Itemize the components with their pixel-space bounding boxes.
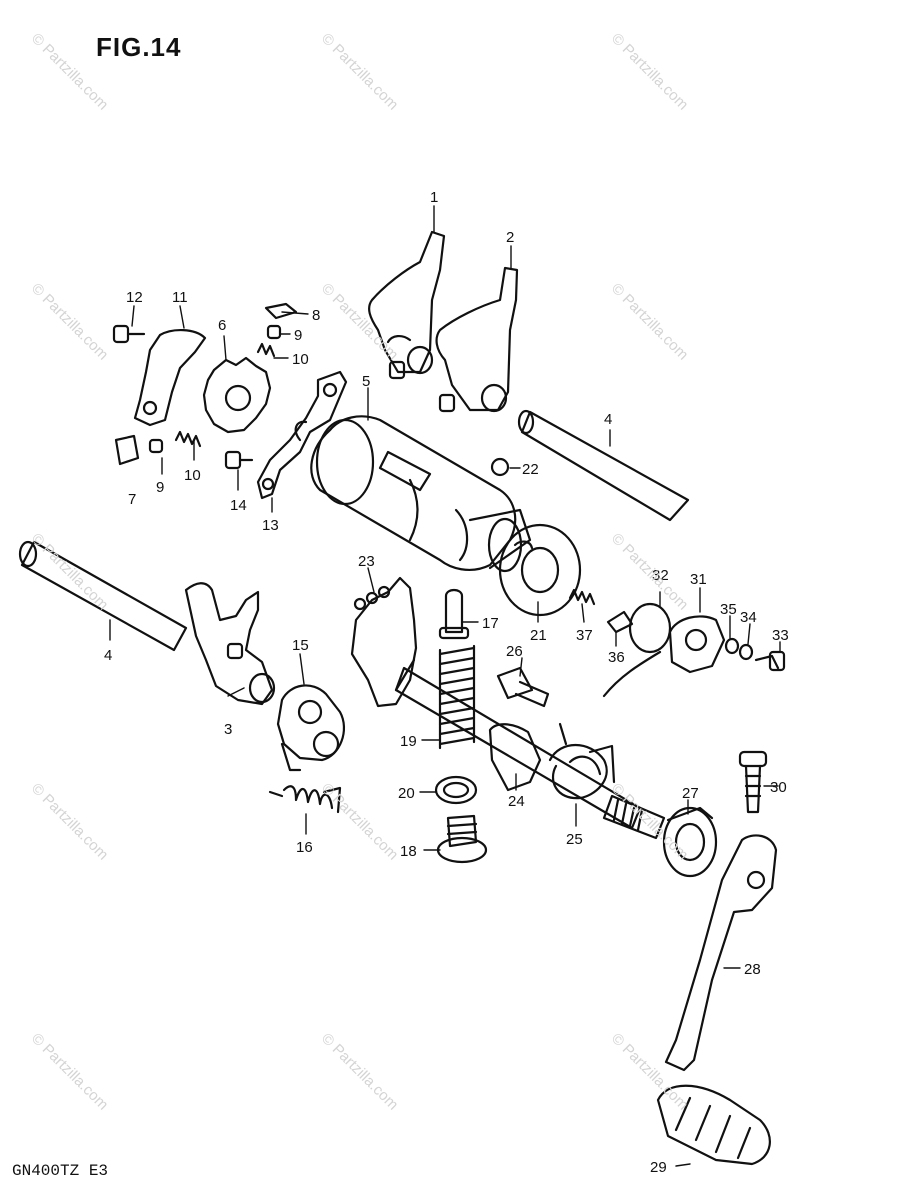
leader-lines — [109, 205, 781, 1167]
part-gearshift-shaft[interactable] — [394, 666, 666, 840]
callout-15[interactable]: 15 — [292, 637, 309, 654]
part-pin-22[interactable] — [490, 457, 510, 477]
callout-31[interactable]: 31 — [690, 571, 707, 588]
part-screw-14[interactable] — [224, 450, 254, 470]
callout-2[interactable]: 2 — [506, 229, 514, 246]
callout-7[interactable]: 7 — [128, 491, 136, 508]
callout-37[interactable]: 37 — [576, 627, 593, 644]
part-fork-shaft-lower[interactable] — [18, 540, 188, 652]
callout-16[interactable]: 16 — [296, 839, 313, 856]
part-cam-guide[interactable] — [133, 329, 207, 427]
part-pin-9-upper[interactable] — [266, 324, 282, 340]
callout-11[interactable]: 11 — [172, 289, 188, 306]
callout-1[interactable]: 1 — [430, 189, 438, 206]
part-footrest-rubber-29[interactable] — [656, 1084, 771, 1166]
part-pin-9-lower[interactable] — [148, 438, 164, 454]
part-cam-driven-gear[interactable] — [202, 356, 272, 434]
callout-25[interactable]: 25 — [566, 831, 583, 848]
callout-30[interactable]: 30 — [770, 779, 787, 796]
part-return-spring-25[interactable] — [548, 722, 616, 800]
part-fork-shaft-upper[interactable] — [517, 409, 690, 522]
callout-28[interactable]: 28 — [744, 961, 761, 978]
part-screw-12[interactable] — [112, 324, 146, 344]
callout-labels: 1 2 3 4 4 5 6 7 8 9 9 10 10 11 12 13 14 … — [104, 189, 789, 1176]
callout-33[interactable]: 33 — [772, 627, 789, 644]
callout-36[interactable]: 36 — [608, 649, 625, 666]
part-gearshift-cam[interactable] — [310, 415, 532, 573]
callout-23[interactable]: 23 — [358, 553, 375, 570]
part-neutral-switch-31[interactable] — [668, 615, 726, 674]
part-bolt-30[interactable] — [738, 750, 768, 814]
part-screw-33[interactable] — [754, 650, 786, 672]
callout-14[interactable]: 14 — [230, 497, 247, 514]
callout-4-upper[interactable]: 4 — [604, 411, 612, 428]
model-code: GN400TZ E3 — [12, 1162, 109, 1180]
part-spring-19[interactable] — [438, 644, 476, 750]
callout-19[interactable]: 19 — [400, 733, 417, 750]
callout-5[interactable]: 5 — [362, 373, 370, 390]
part-plug-18[interactable] — [436, 814, 488, 864]
callout-27[interactable]: 27 — [682, 785, 699, 802]
callout-29[interactable]: 29 — [650, 1159, 667, 1176]
callout-9-upper[interactable]: 9 — [294, 327, 302, 344]
part-shift-fork-1[interactable] — [368, 230, 446, 380]
part-shift-fork-3[interactable] — [184, 582, 276, 706]
part-washer-20[interactable] — [434, 775, 478, 805]
callout-10-upper[interactable]: 10 — [292, 351, 309, 368]
callout-10-lower[interactable]: 10 — [184, 467, 201, 484]
callout-12[interactable]: 12 — [126, 289, 143, 306]
callout-13[interactable]: 13 — [262, 517, 279, 534]
part-washer-34[interactable] — [738, 643, 754, 661]
part-plunger-17[interactable] — [438, 588, 470, 640]
callout-17[interactable]: 17 — [482, 615, 499, 632]
part-cam-stopper-plate[interactable] — [498, 523, 582, 617]
part-contact-36[interactable] — [606, 610, 634, 634]
part-spring-10-lower[interactable] — [174, 430, 202, 448]
part-shift-fork-2[interactable] — [435, 266, 519, 413]
part-plate-13[interactable] — [256, 370, 348, 500]
callout-35[interactable]: 35 — [720, 601, 737, 618]
part-oil-seal-27[interactable] — [662, 806, 718, 878]
part-spring-10-upper[interactable] — [256, 342, 276, 358]
part-gearshift-lever-28[interactable] — [664, 834, 778, 1072]
part-spring-37[interactable] — [568, 588, 596, 606]
part-pawl-7[interactable] — [114, 434, 140, 466]
part-cam-stopper-15[interactable] — [276, 684, 345, 772]
part-washer-35[interactable] — [724, 637, 740, 655]
part-spring-16[interactable] — [268, 785, 342, 814]
callout-21[interactable]: 21 — [530, 627, 547, 644]
callout-32[interactable]: 32 — [652, 567, 669, 584]
callout-8[interactable]: 8 — [312, 307, 320, 324]
callout-6[interactable]: 6 — [218, 317, 226, 334]
callout-34[interactable]: 34 — [740, 609, 757, 626]
callout-4-lower[interactable]: 4 — [104, 647, 112, 664]
figure-title: FIG.14 — [96, 32, 182, 62]
callout-3[interactable]: 3 — [224, 721, 232, 738]
part-pawl-8[interactable] — [264, 302, 298, 320]
part-bolt-26[interactable] — [496, 666, 550, 708]
callout-9-lower[interactable]: 9 — [156, 479, 164, 496]
part-o-ring-32[interactable] — [602, 602, 672, 698]
callout-18[interactable]: 18 — [400, 843, 417, 860]
callout-26[interactable]: 26 — [506, 643, 523, 660]
callout-22[interactable]: 22 — [522, 461, 539, 478]
callout-24[interactable]: 24 — [508, 793, 525, 810]
part-gearshift-arm-23[interactable] — [350, 576, 418, 708]
callout-20[interactable]: 20 — [398, 785, 415, 802]
